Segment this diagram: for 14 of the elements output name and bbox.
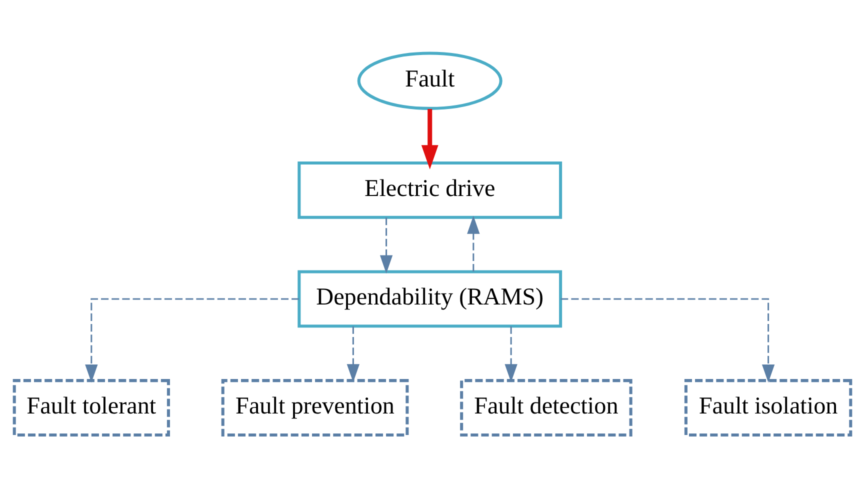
node-box: Fault detection	[460, 378, 632, 436]
arrow	[467, 215, 480, 272]
arrow	[346, 326, 360, 382]
node-box: Fault prevention	[221, 378, 409, 436]
node-box: Dependability (RAMS)	[298, 270, 562, 328]
node-box: Fault isolation	[684, 378, 852, 436]
arrow	[421, 108, 438, 169]
arrow	[380, 217, 393, 273]
arrow	[85, 298, 299, 382]
node-box: Electric drive	[298, 160, 562, 218]
arrow	[560, 298, 775, 382]
node-box: Fault tolerant	[12, 378, 170, 436]
arrow	[504, 326, 518, 382]
node-ellipse: Fault	[357, 51, 502, 110]
